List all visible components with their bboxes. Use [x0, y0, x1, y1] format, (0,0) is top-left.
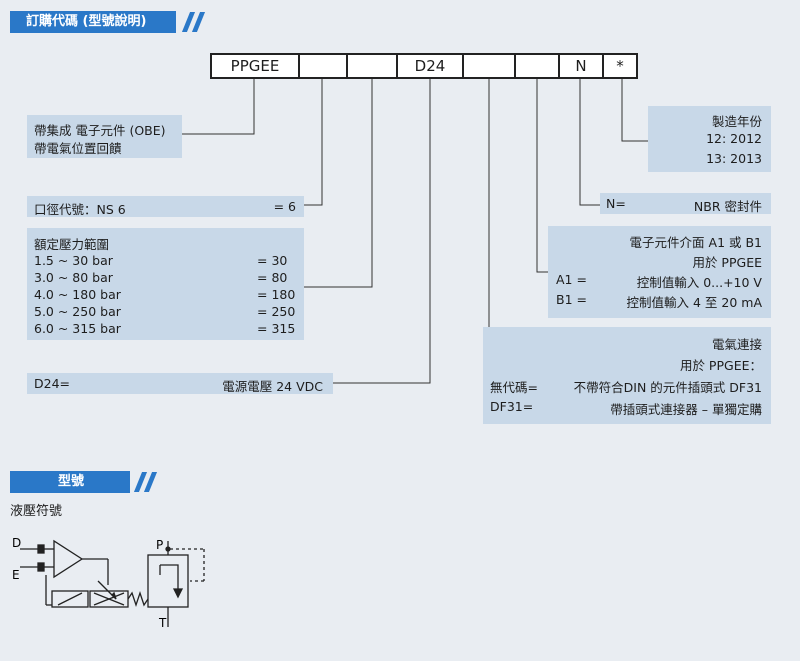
electrical-r2-desc: 帶插頭式連接器 – 單獨定購: [610, 402, 762, 417]
pressure-panel: 額定壓力範圍 1.5 ~ 30 bar = 30 3.0 ~ 80 bar = …: [27, 228, 304, 340]
obe-line1: 帶集成 電子元件 (OBE): [34, 123, 166, 138]
electrical-title: 電氣連接: [711, 337, 762, 352]
voltage-desc: 電源電壓 24 VDC: [222, 379, 323, 394]
pressure-range: 1.5 ~ 30 bar: [34, 253, 113, 268]
code-box-pressure: [346, 53, 396, 79]
code-box-electrical: [462, 53, 514, 79]
obe-panel: 帶集成 電子元件 (OBE) 帶電氣位置回饋: [27, 115, 182, 158]
size-panel: 口徑代號：NS 6 = 6: [27, 196, 304, 217]
pressure-range: 3.0 ~ 80 bar: [34, 270, 113, 285]
model-header: 型號: [10, 471, 130, 493]
size-value: = 6: [273, 199, 296, 214]
interface-panel: 電子元件介面 A1 或 B1 用於 PPGEE A1 = 控制值輸入 0...+…: [548, 226, 771, 318]
electrical-r1-desc: 不帶符合DIN 的元件插頭式 DF31: [573, 380, 762, 395]
seal-panel: N= NBR 密封件: [600, 193, 771, 214]
port-p-label: P: [156, 538, 163, 552]
seal-desc: NBR 密封件: [693, 199, 762, 214]
year-13: 13: 2013: [706, 151, 762, 166]
seal-code: N=: [606, 196, 626, 211]
size-label: 口徑代號：NS 6: [34, 202, 126, 217]
code-box-interface: [514, 53, 558, 79]
year-title: 製造年份: [711, 114, 762, 129]
pressure-value: = 30: [257, 253, 288, 268]
interface-b1-code: B1 =: [556, 292, 587, 307]
obe-line2: 帶電氣位置回饋: [34, 141, 122, 156]
interface-title: 電子元件介面 A1 或 B1: [629, 235, 762, 250]
pressure-value: = 250: [257, 304, 296, 319]
electrical-r2-code: DF31=: [490, 399, 534, 414]
year-12: 12: 2012: [706, 131, 762, 146]
pressure-value: = 80: [257, 270, 288, 285]
code-box-seal: N: [558, 53, 602, 79]
interface-a1-code: A1 =: [556, 272, 587, 287]
electrical-r1-code: 無代碼=: [490, 380, 538, 395]
code-box-ppgee: PPGEE: [210, 53, 298, 79]
electrical-panel: 電氣連接 用於 PPGEE： 無代碼= 不帶符合DIN 的元件插頭式 DF31 …: [483, 327, 771, 424]
port-t-label: T: [158, 616, 167, 630]
order-code-title: 訂購代碼 (型號說明): [26, 14, 147, 29]
hydraulic-symbol-caption: 液壓符號: [10, 504, 63, 519]
electrical-sub: 用於 PPGEE：: [679, 358, 762, 373]
code-box-year: *: [602, 53, 638, 79]
voltage-panel: D24= 電源電壓 24 VDC: [27, 373, 333, 394]
hydraulic-symbol: D E P T: [12, 536, 205, 630]
port-e-label: E: [12, 568, 20, 582]
port-d-label: D: [12, 536, 21, 550]
pressure-range: 6.0 ~ 315 bar: [34, 321, 121, 336]
voltage-code: D24=: [34, 376, 71, 391]
code-box-size: [298, 53, 346, 79]
pressure-range: 5.0 ~ 250 bar: [34, 304, 121, 319]
order-code-header: 訂購代碼 (型號說明): [10, 11, 176, 33]
code-box-voltage: D24: [396, 53, 462, 79]
pressure-range: 4.0 ~ 180 bar: [34, 287, 121, 302]
pressure-value: = 180: [257, 287, 296, 302]
interface-b1-desc: 控制值輸入 4 至 20 mA: [626, 295, 762, 310]
pressure-title: 額定壓力範圍: [34, 237, 110, 252]
interface-a1-desc: 控制值輸入 0...+10 V: [636, 275, 762, 290]
year-panel: 製造年份 12: 2012 13: 2013: [648, 106, 771, 172]
pressure-value: = 315: [257, 321, 296, 336]
model-title: 型號: [58, 474, 85, 489]
interface-sub: 用於 PPGEE: [692, 255, 762, 270]
